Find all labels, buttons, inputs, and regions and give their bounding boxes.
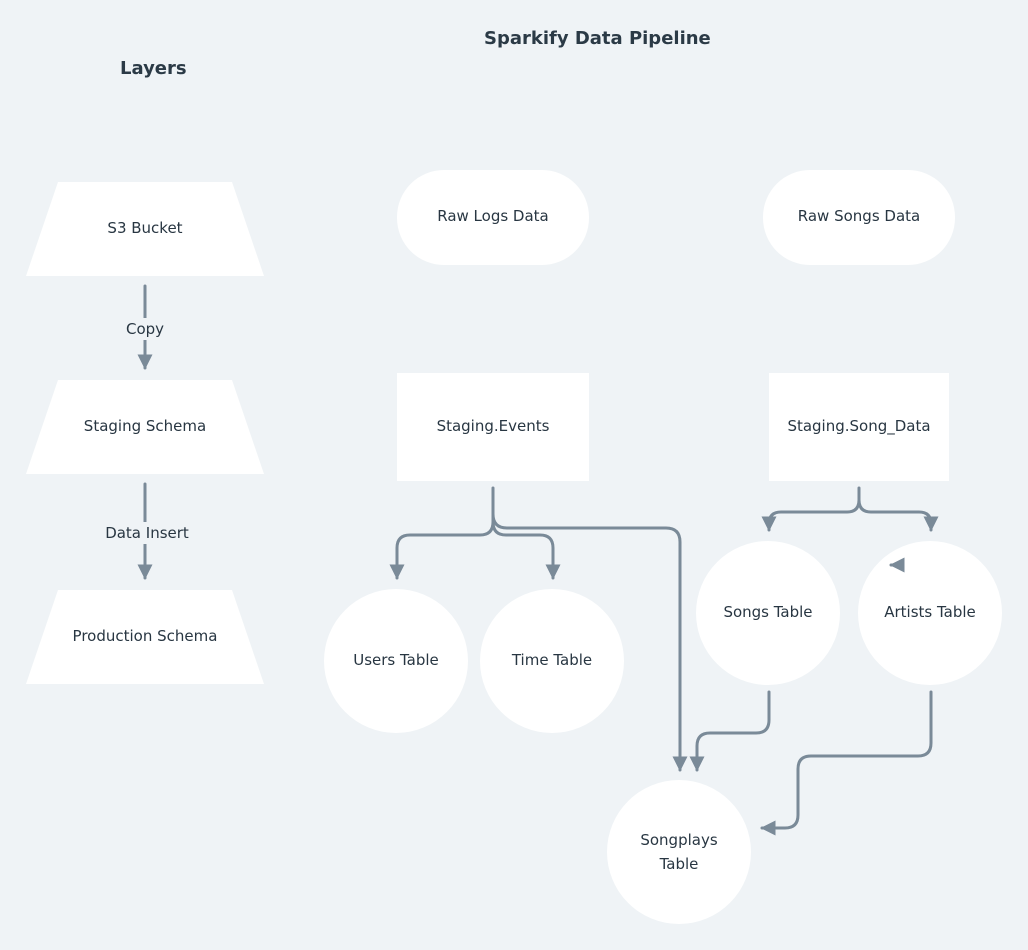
songs-table-label: Songs Table bbox=[723, 603, 813, 621]
users-table-label: Users Table bbox=[353, 651, 439, 669]
songdata-to-artists-connector bbox=[857, 498, 939, 532]
raw-songs-label: Raw Songs Data bbox=[797, 207, 921, 225]
events-to-users-connector bbox=[389, 486, 495, 580]
production-schema-label: Production Schema bbox=[72, 627, 218, 645]
raw-songs-node[interactable] bbox=[763, 170, 955, 265]
users-table-node[interactable] bbox=[324, 589, 468, 733]
time-table-node[interactable] bbox=[480, 589, 624, 733]
songplays-table-label-line1: Songplays bbox=[640, 831, 718, 849]
songplays-table-label-line2: Table bbox=[659, 855, 699, 873]
songplays-table-node[interactable] bbox=[607, 780, 751, 924]
events-to-time-connector bbox=[491, 520, 561, 580]
s3-bucket-label: S3 Bucket bbox=[107, 219, 183, 237]
time-table-label: Time Table bbox=[511, 651, 593, 669]
staging-song-data-label: Staging.Song_Data bbox=[787, 417, 931, 435]
artists-to-songplays-connector bbox=[760, 690, 933, 836]
diagram-title: Sparkify Data Pipeline bbox=[484, 28, 711, 49]
raw-logs-label: Raw Logs Data bbox=[437, 207, 549, 225]
songdata-to-songs-connector bbox=[761, 486, 861, 532]
songs-table-node[interactable] bbox=[696, 541, 840, 685]
staging-events-label: Staging.Events bbox=[436, 417, 550, 435]
production-schema-node[interactable] bbox=[26, 590, 264, 684]
staging-song-data-node[interactable] bbox=[769, 373, 949, 481]
staging-schema-label: Staging Schema bbox=[83, 417, 207, 435]
artists-table-node[interactable] bbox=[858, 541, 1002, 685]
events-to-songplays-connector bbox=[491, 512, 688, 772]
staging-schema-node[interactable] bbox=[26, 380, 264, 474]
staging-events-node[interactable] bbox=[397, 373, 589, 481]
artists-table-label: Artists Table bbox=[884, 603, 976, 621]
copy-label: Copy bbox=[115, 318, 175, 340]
raw-logs-node[interactable] bbox=[397, 170, 589, 265]
layers-title: Layers bbox=[120, 58, 187, 79]
songs-to-songplays-connector bbox=[689, 690, 771, 772]
s3-bucket-node[interactable] bbox=[26, 182, 264, 276]
data-insert-label: Data Insert bbox=[95, 522, 199, 544]
